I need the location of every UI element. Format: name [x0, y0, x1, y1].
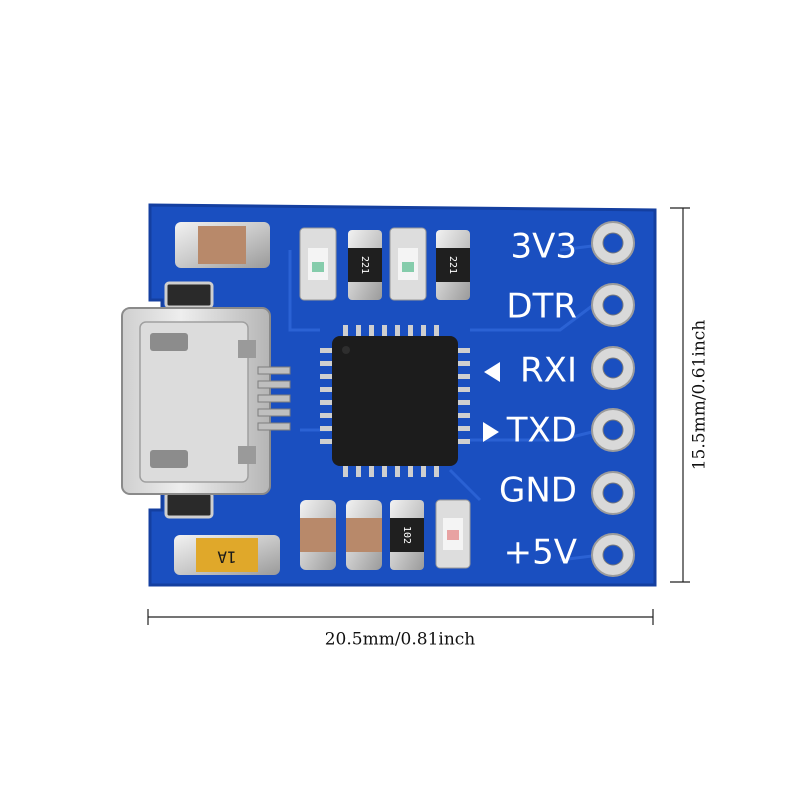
pin-label-dtr: DTR [506, 287, 577, 327]
pad-bottom [164, 491, 214, 519]
led-top-1 [299, 227, 337, 301]
pin-label-gnd: GND [499, 471, 577, 511]
fuse-code: 1A [217, 548, 237, 567]
fuse: 1A [174, 535, 280, 575]
width-label: 20.5mm/0.81inch [325, 630, 476, 650]
resistor-bottom: 102 [390, 500, 424, 570]
pin-label-rxi: RXI [520, 351, 577, 391]
led-bottom [435, 499, 471, 569]
resistor-code: 221 [447, 256, 458, 274]
txd-arrow-icon [483, 422, 499, 442]
rxi-arrow-icon [484, 362, 500, 382]
resistor-code: 221 [359, 256, 370, 274]
height-label: 15.5mm/0.61inch [690, 320, 710, 471]
pin-label-5v: +5V [504, 533, 577, 573]
capacitor-bottom-1 [300, 500, 336, 570]
height-dimension [670, 207, 690, 583]
resistor-top-1: 221 [348, 230, 382, 300]
led-top-2 [389, 227, 427, 301]
usb-pins [257, 366, 291, 431]
pin-label-3v3: 3V3 [510, 227, 577, 267]
usb-serial-chip [320, 325, 470, 477]
pad-top [164, 281, 214, 309]
capacitor-bottom-2 [346, 500, 382, 570]
resistor-top-2: 221 [436, 230, 470, 300]
micro-usb-connector [121, 307, 271, 495]
resistor-code: 102 [401, 526, 412, 544]
pin-header: 3V3 DTR RXI TXD GND +5V [483, 221, 635, 577]
pin-label-txd: TXD [506, 411, 577, 451]
capacitor-top-left [175, 222, 270, 268]
width-dimension [147, 609, 654, 625]
